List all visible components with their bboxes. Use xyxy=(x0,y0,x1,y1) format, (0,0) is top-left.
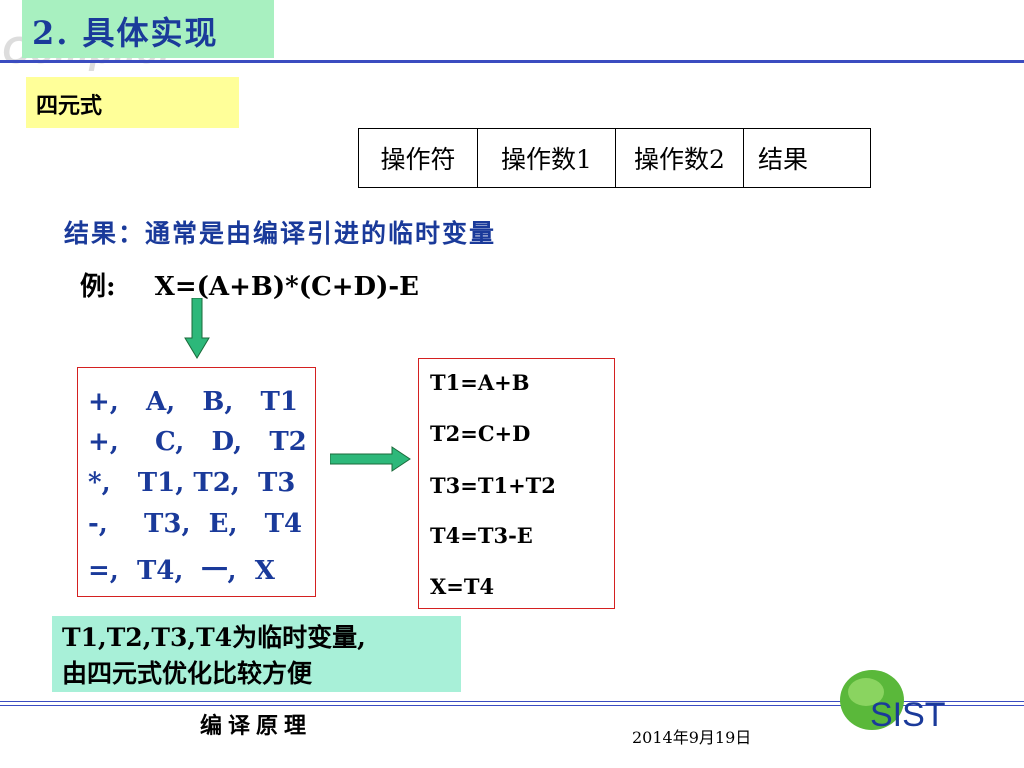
summary-line-2: 由四元式优化比较方便 xyxy=(62,659,313,688)
table-cell-result: 结果 xyxy=(743,128,871,188)
table-row: 操作符 操作数1 操作数2 结果 xyxy=(358,128,871,188)
triple-line: T1=A+B xyxy=(430,370,530,395)
quadruple-line: *, T1, T2, T3 xyxy=(88,468,296,498)
table-cell-operand2: 操作数2 xyxy=(615,128,744,188)
table-cell-operator: 操作符 xyxy=(358,128,478,188)
triple-line: T2=C+D xyxy=(430,421,531,446)
quadruple-format-table: 操作符 操作数1 操作数2 结果 xyxy=(358,128,871,188)
quadruple-line: =, T4, 一, X xyxy=(88,556,275,586)
sist-logo-icon: SIST xyxy=(840,670,946,734)
title-box xyxy=(22,0,274,58)
example-line: 例: X=(A+B)*(C+D)-E xyxy=(80,266,419,303)
right-arrow-icon xyxy=(330,446,411,472)
quadruples-box xyxy=(77,367,316,597)
footer-rule xyxy=(0,701,1024,702)
triple-line: X=T4 xyxy=(430,574,495,599)
example-expression: X=(A+B)*(C+D)-E xyxy=(154,272,420,302)
slide-title: 2. 具体实现 xyxy=(32,14,219,52)
down-arrow-icon xyxy=(184,298,210,359)
footer-course-title: 编译原理 xyxy=(200,713,313,739)
footer-date: 2014年9月19日 xyxy=(632,728,752,747)
result-note: 结果：通常是由编译引进的临时变量 xyxy=(64,219,497,248)
quadruple-line: +, A, B, T1 xyxy=(88,387,298,417)
footer-rule xyxy=(0,705,1024,706)
triples-box xyxy=(418,358,615,609)
example-label: 例: xyxy=(80,272,116,302)
quadruple-line: +, C, D, T2 xyxy=(88,427,307,457)
logo-text: SIST xyxy=(870,696,946,734)
section-box xyxy=(26,77,239,128)
summary-box xyxy=(52,616,461,692)
quadruple-line: -, T3, E, T4 xyxy=(88,509,303,539)
triple-line: T3=T1+T2 xyxy=(430,473,556,498)
triple-line: T4=T3-E xyxy=(430,523,533,548)
summary-line-1: T1,T2,T3,T4为临时变量, xyxy=(62,623,366,652)
table-cell-operand1: 操作数1 xyxy=(477,128,616,188)
title-rule xyxy=(0,60,1024,63)
section-heading: 四元式 xyxy=(36,93,103,119)
